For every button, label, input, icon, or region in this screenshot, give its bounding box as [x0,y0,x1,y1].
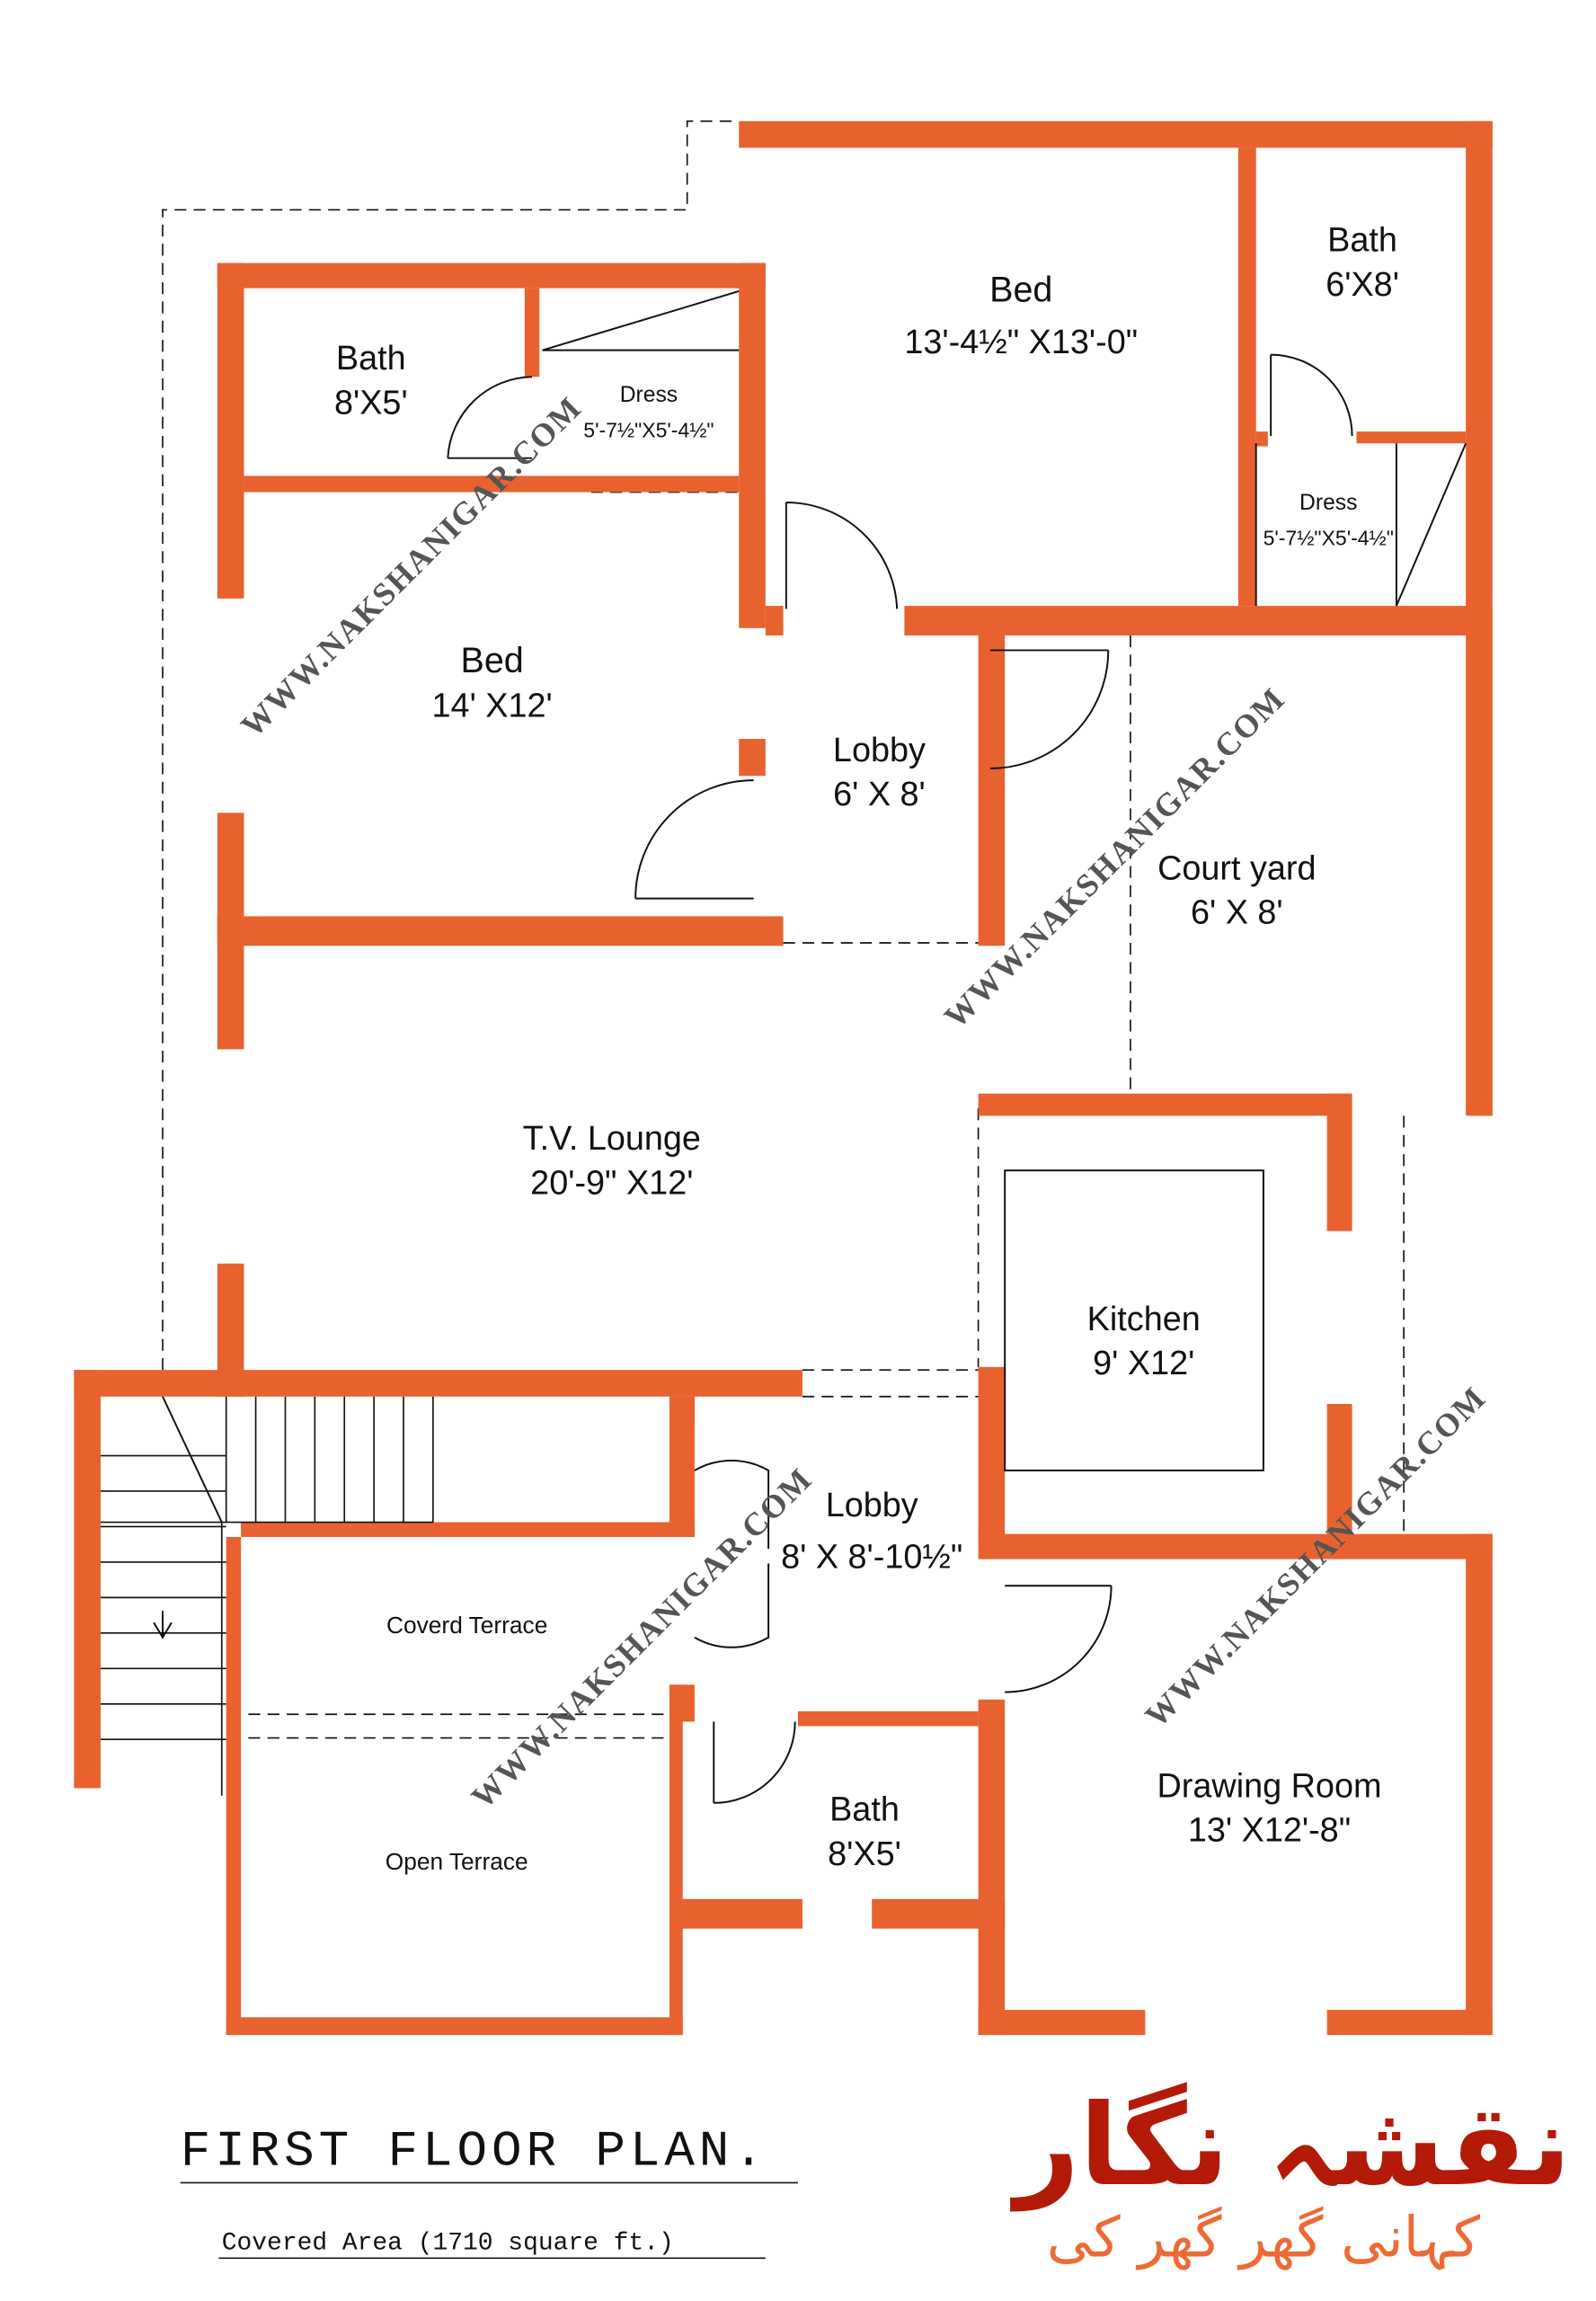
wall [1466,1533,1493,2036]
room-name: Dress [620,383,678,407]
room-name: T.V. Lounge [523,1120,701,1158]
room-name: Coverd Terrace [386,1612,547,1639]
logo-secondary-text: کہانی گھر گھر کی [1047,2205,1480,2271]
room-size: 8'X5' [828,1835,901,1873]
room-size: 13' X12'-8" [1188,1812,1351,1850]
wall [226,1536,242,2036]
room-labels: Bath 8'X5' Dress 5'-7½"X5'-4½" Bed 13'-4… [334,222,1399,1875]
wall [669,1396,695,1537]
wall [1326,1403,1352,1537]
wall [217,916,784,946]
wall [217,262,766,289]
wall [672,1898,802,1929]
wall [872,1898,1006,1929]
wall [74,1370,101,1789]
wall [978,2010,1146,2036]
staircase [100,1396,434,1796]
room-size: 5'-7½"X5'-4½" [1264,527,1394,550]
room-size: 13'-4½" X13'-0" [904,324,1138,361]
wall [978,635,1006,768]
wall [217,262,244,599]
wall [241,1522,695,1537]
room-name: Bath [1327,222,1397,260]
room-size: 6' X 8' [833,776,926,813]
wall [978,1366,1006,1537]
wall [244,475,740,493]
roof-outline-dashed [162,120,1405,1739]
wall [1356,431,1467,444]
wall [978,768,1006,946]
wall [739,739,766,777]
room-size: 20'-9" X12' [530,1165,693,1203]
walls [74,120,1493,2036]
wall [524,288,540,378]
wall [74,1370,802,1397]
room-name: Bed [989,270,1052,309]
room-size: 6'X8' [1326,266,1399,304]
room-name: Bath [336,340,406,378]
wall [765,606,784,636]
wall [904,606,1493,636]
logo-primary-text: نقشہ نگار [1009,2081,1571,2211]
door-swings [447,353,1353,1804]
wall [1326,2010,1493,2036]
wall [1477,635,1493,1116]
room-size: 8'X5' [334,384,408,422]
wall [226,2017,683,2036]
wall [739,120,1493,148]
covered-area: Covered Area (1710 square ft.) [222,2229,674,2257]
wall [669,1684,695,1722]
room-size: 6' X 8' [1191,894,1283,932]
wall [1255,431,1268,447]
room-name: Lobby [826,1487,918,1524]
wall [1326,1093,1352,1231]
wall [669,1684,683,2036]
wall [798,1710,979,1727]
room-size: 9' X12' [1093,1345,1194,1382]
room-name: Drawing Room [1157,1767,1382,1805]
room-name: Court yard [1157,849,1316,887]
room-size: 5'-7½"X5'-4½" [583,419,714,442]
room-name: Open Terrace [386,1848,528,1875]
room-name: Kitchen [1087,1301,1201,1338]
nakshanigar-logo: نقشہ نگار کہانی گھر گھر کی [1009,2081,1571,2271]
wall [978,1533,1493,1559]
wall [978,1699,1006,2036]
wall [978,1093,1352,1116]
room-name: Bed [461,641,524,680]
room-size: 14' X12' [432,687,553,724]
plan-title: FIRST FLOOR PLAN. [181,2123,768,2181]
room-name: Lobby [833,732,926,769]
room-name: Bath [829,1791,900,1829]
room-name: Dress [1299,491,1357,515]
wall [739,262,766,628]
room-size: 8' X 8'-10½" [781,1538,962,1576]
fixtures [153,289,1467,1639]
wall [1237,147,1256,607]
